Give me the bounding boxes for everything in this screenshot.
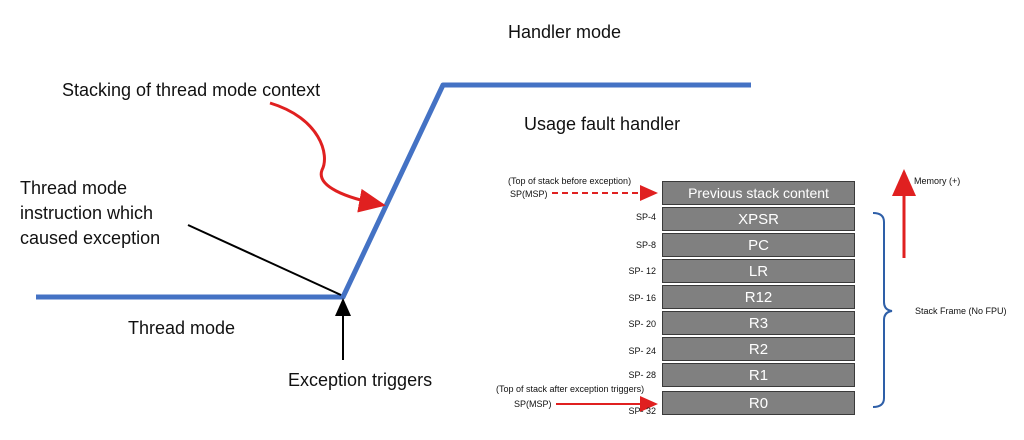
mode-timeline — [36, 82, 751, 300]
stack-frame-label: Stack Frame (No FPU) — [915, 306, 1007, 316]
usage-fault-handler-label: Usage fault handler — [524, 114, 681, 134]
instruction-label-line1: Thread mode — [20, 178, 128, 198]
instruction-label-line3: caused exception — [20, 228, 161, 248]
stack-offset-label: SP-4 — [635, 212, 656, 222]
stack-offset-label: SP- 24 — [628, 346, 656, 356]
instruction-pointer-line — [187, 224, 342, 296]
stack-row-previous-content: Previous stack content — [662, 181, 855, 205]
handler-mode-label: Handler mode — [508, 22, 622, 42]
stack-row-r1: R1 — [662, 363, 855, 387]
stacking-arrow — [269, 101, 386, 213]
sp-msp-top-label: SP(MSP) — [510, 189, 548, 199]
stack-row-xpsr: XPSR — [662, 207, 855, 231]
stack-offset-label: SP- 12 — [628, 266, 656, 276]
stack-offset-label: SP- 20 — [628, 319, 656, 329]
instruction-label-line2: instruction which — [20, 203, 154, 223]
stack-row-r12: R12 — [662, 285, 855, 309]
sp-msp-bottom-label: SP(MSP) — [514, 399, 552, 409]
top-after-label: (Top of stack after exception triggers) — [496, 384, 645, 394]
stack-row-r0: R0 — [662, 391, 855, 415]
top-before-label: (Top of stack before exception) — [508, 176, 632, 186]
stack-row-r2: R2 — [662, 337, 855, 361]
stacking-label: Stacking of thread mode context — [62, 80, 321, 100]
exception-triggers-label: Exception triggers — [288, 370, 433, 390]
stack-row-r3: R3 — [662, 311, 855, 335]
stack-offset-label: SP- 16 — [628, 293, 656, 303]
stack-offset-label: SP- 28 — [628, 370, 656, 380]
stack-row-pc: PC — [662, 233, 855, 257]
stack-offset-label: SP- 32 — [628, 406, 656, 416]
stack-row-lr: LR — [662, 259, 855, 283]
stack-offset-label: SP-8 — [635, 240, 656, 250]
stack-frame-brace — [872, 212, 893, 408]
memory-direction-label: Memory (+) — [914, 176, 961, 186]
thread-mode-label: Thread mode — [128, 318, 236, 338]
